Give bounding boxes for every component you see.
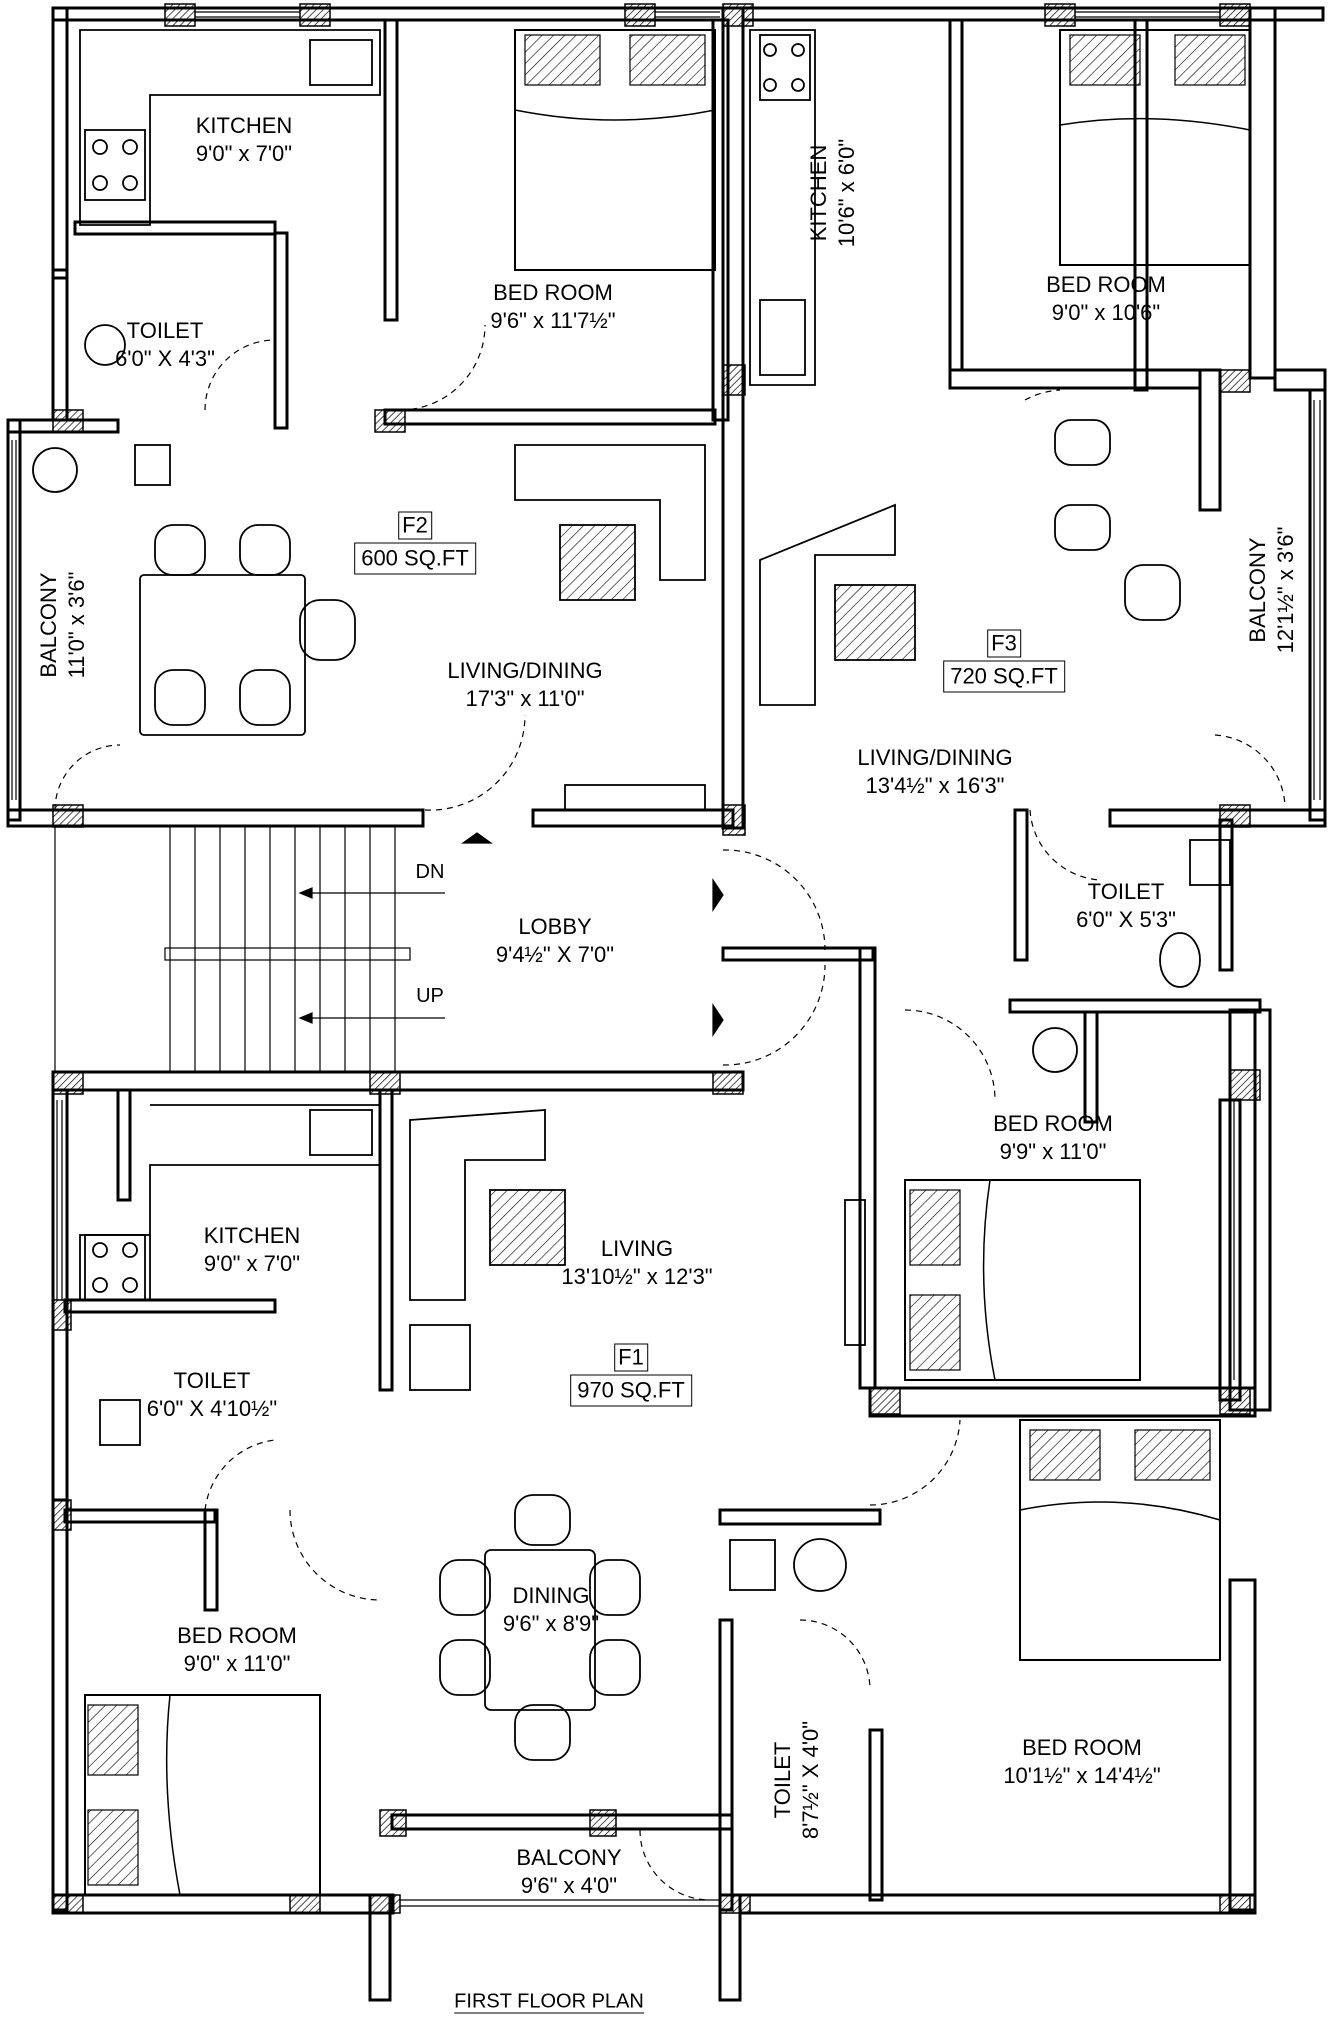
room-name: LIVING/DINING	[857, 745, 1013, 770]
room-label-f3-toilet: TOILET 6'0" X 5'3"	[1076, 878, 1176, 934]
room-name: TOILET	[1087, 879, 1165, 904]
room-label-f3-living: LIVING/DINING 13'4½" x 16'3"	[857, 744, 1012, 800]
room-label-f1-balcony: BALCONY 9'6" x 4'0"	[516, 1844, 621, 1900]
staircase	[54, 825, 724, 1073]
room-name: BALCONY	[516, 1845, 622, 1870]
room-label-f1-bedroom2: BED ROOM 10'1½" x 14'4½"	[1003, 1734, 1160, 1790]
flat-area-f1: F1 970 SQ.FT	[570, 1343, 692, 1407]
room-name: DINING	[512, 1583, 590, 1608]
room-label-f1-toilet: TOILET 6'0" X 4'10½"	[147, 1367, 277, 1423]
room-label-f1-bedroom: BED ROOM 9'0" x 11'0"	[177, 1622, 297, 1678]
flat-area: 600 SQ.FT	[354, 542, 476, 575]
room-label-f2-bedroom: BED ROOM 9'6" x 11'7½"	[490, 279, 615, 335]
room-label-f2-living: LIVING/DINING 17'3" x 11'0"	[447, 657, 602, 713]
room-name: KITCHEN	[806, 144, 831, 242]
room-size: 8'7½" X 4'0"	[798, 1720, 823, 1840]
room-size: 9'0" x 11'0"	[183, 1651, 291, 1676]
room-size: 9'4½" X 7'0"	[495, 942, 615, 967]
room-size: 10'6" x 6'0"	[834, 138, 859, 248]
room-name: BALCONY	[36, 572, 61, 678]
room-name: BED ROOM	[1022, 1735, 1142, 1760]
room-label-f1-dining: DINING 9'6" x 8'9"	[503, 1582, 599, 1638]
room-size: 9'0" x 7'0"	[203, 1251, 301, 1276]
door-swings	[54, 324, 1286, 1901]
room-size: 9'9" x 11'0"	[999, 1139, 1107, 1164]
room-label-f2-toilet: TOILET 6'0" X 4'3"	[115, 317, 215, 373]
room-size: 9'6" x 4'0"	[520, 1873, 618, 1898]
room-name: BED ROOM	[177, 1623, 297, 1648]
flat-name: F2	[398, 511, 432, 540]
room-size: 9'0" x 10'6"	[1051, 300, 1161, 325]
flat-area-f2: F2 600 SQ.FT	[354, 511, 476, 575]
flat-area-f3: F3 720 SQ.FT	[943, 629, 1065, 693]
stair-down-label: DN	[415, 861, 445, 883]
room-label-f2-kitchen: KITCHEN 9'0" x 7'0"	[196, 112, 293, 168]
room-size: 13'10½" x 12'3"	[561, 1264, 713, 1289]
room-size: 9'0" x 7'0"	[195, 141, 293, 166]
stair-up-label: UP	[416, 985, 444, 1007]
flat-name: F3	[987, 629, 1021, 658]
room-name: KITCHEN	[203, 1223, 301, 1248]
columns	[52, 3, 1261, 1914]
flat-area: 720 SQ.FT	[943, 660, 1065, 693]
room-label-f1-kitchen: KITCHEN 9'0" x 7'0"	[204, 1222, 301, 1278]
room-label-f3-balcony: BALCONY 12'1½" x 3'6"	[1244, 527, 1300, 654]
room-name: TOILET	[770, 1741, 795, 1819]
room-size: 6'0" X 4'3"	[115, 346, 215, 371]
room-size: 13'4½" x 16'3"	[865, 773, 1005, 798]
plan-title: FIRST FLOOR PLAN	[454, 1990, 644, 2014]
room-size: 9'6" x 11'7½"	[490, 308, 616, 333]
room-name: LOBBY	[518, 914, 592, 939]
room-name: BALCONY	[1245, 537, 1270, 643]
room-name: BED ROOM	[993, 1111, 1113, 1136]
room-size: 9'6" x 8'9"	[502, 1611, 600, 1636]
room-name: LIVING/DINING	[447, 658, 603, 683]
room-size: 10'1½" x 14'4½"	[1003, 1763, 1161, 1788]
room-label-f1-toilet2: TOILET 8'7½" X 4'0"	[769, 1721, 825, 1839]
flat-area: 970 SQ.FT	[570, 1374, 692, 1407]
room-size: 12'1½" x 3'6"	[1273, 526, 1298, 654]
room-label-f3-bedroom2: BED ROOM 9'9" x 11'0"	[993, 1110, 1113, 1166]
room-name: TOILET	[173, 1368, 251, 1393]
room-name: LIVING	[600, 1236, 674, 1261]
beds	[84, 29, 1251, 1896]
room-size: 6'0" X 4'10½"	[146, 1396, 278, 1421]
room-label-f3-kitchen: KITCHEN 10'6" x 6'0"	[805, 139, 861, 247]
room-size: 11'0" x 3'6"	[64, 571, 89, 679]
room-name: BED ROOM	[1046, 272, 1166, 297]
flat-name: F1	[614, 1343, 648, 1372]
room-name: BED ROOM	[493, 280, 613, 305]
room-size: 6'0" X 5'3"	[1076, 907, 1176, 932]
room-name: KITCHEN	[195, 113, 293, 138]
furniture	[139, 419, 1181, 1761]
room-name: TOILET	[126, 318, 204, 343]
room-label-f1-living: LIVING 13'10½" x 12'3"	[561, 1235, 712, 1291]
room-size: 17'3" x 11'0"	[465, 686, 585, 711]
fixtures	[32, 29, 1231, 1592]
room-label-lobby: LOBBY 9'4½" X 7'0"	[496, 913, 614, 969]
room-label-f2-balcony: BALCONY 11'0" x 3'6"	[35, 572, 91, 679]
room-label-f3-bedroom: BED ROOM 9'0" x 10'6"	[1046, 271, 1166, 327]
windows	[11, 11, 1321, 1907]
